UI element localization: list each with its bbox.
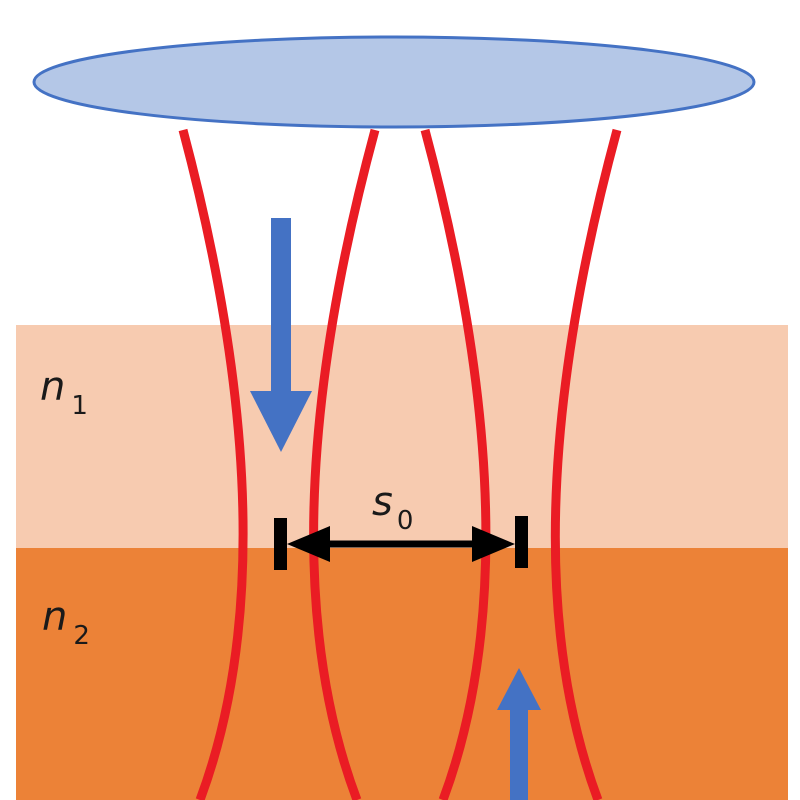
- beam-line-outer-right: [550, 128, 622, 800]
- arrow-up-icon: [497, 668, 541, 800]
- medium-layer-2: [16, 548, 788, 800]
- beam-line-inner-right: [420, 128, 491, 800]
- medium-layer-1: [16, 325, 788, 548]
- lens: [32, 35, 756, 129]
- beam-lines: [178, 128, 622, 800]
- beam-line-inner-left: [309, 128, 380, 800]
- double-arrow-icon: [274, 516, 528, 570]
- beam-line-outer-left: [178, 128, 248, 800]
- arrow-down-icon: [250, 218, 312, 452]
